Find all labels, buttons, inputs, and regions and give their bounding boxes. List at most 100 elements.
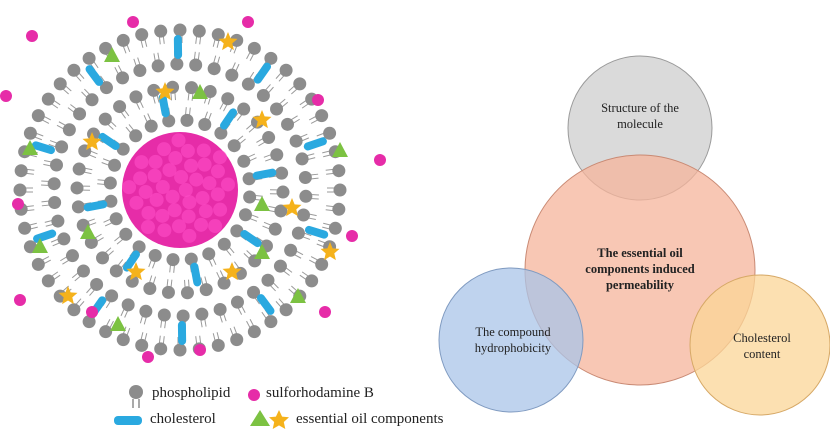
core-blob: [129, 195, 144, 210]
outer-leaflet-inner-head: [51, 214, 65, 228]
essential-oil-star: [282, 198, 302, 217]
outer-leaflet-inner-head: [261, 273, 275, 287]
sulforhodamine-dot: [242, 16, 254, 28]
cholesterol-bar: [98, 132, 120, 150]
outer-leaflet-inner-head: [47, 177, 61, 191]
outer-leaflet-outer-head: [173, 23, 187, 37]
inner-leaflet-outer-head: [96, 251, 110, 265]
core-blob: [155, 180, 170, 195]
inner-leaflet-outer-head: [185, 81, 199, 95]
inner-leaflet-inner-head: [242, 172, 256, 186]
outer-leaflet-outer-head: [154, 24, 168, 38]
core-blob: [155, 208, 170, 223]
cholesterol-bar: [304, 225, 329, 239]
sulforhodamine-dot: [14, 294, 26, 306]
core-blob: [198, 204, 213, 219]
venn-label-line: molecule: [617, 117, 663, 131]
essential-oil-triangle: [104, 47, 120, 62]
outer-leaflet-outer-head: [13, 183, 27, 197]
inner-leaflet-inner-head: [237, 154, 251, 168]
outer-leaflet-outer-head: [41, 274, 55, 288]
core-blob: [148, 154, 163, 169]
core-blob: [213, 202, 228, 217]
essential-oil-star: [218, 32, 238, 51]
venn-label-center: The essential oil components induced per…: [560, 245, 720, 293]
outer-leaflet-outer-head: [31, 257, 45, 271]
outer-leaflet-inner-head: [157, 308, 171, 322]
outer-leaflet-inner-head: [55, 140, 69, 154]
inner-leaflet-outer-head: [203, 85, 217, 99]
core-blob: [157, 142, 172, 157]
outer-leaflet-inner-head: [230, 295, 244, 309]
inner-leaflet-inner-head: [227, 139, 241, 153]
core-blob: [138, 184, 153, 199]
venn-label-line: content: [743, 347, 781, 361]
outer-leaflet-outer-head: [315, 109, 329, 123]
sulforhodamine-dot: [194, 344, 206, 356]
outer-leaflet-outer-head: [333, 183, 347, 197]
outer-leaflet-outer-head: [31, 109, 45, 123]
inner-leaflet-outer-head: [217, 276, 231, 290]
core-blob: [210, 164, 225, 179]
cholesterol-bar: [252, 168, 277, 180]
core-blob: [178, 183, 193, 197]
outer-leaflet-outer-head: [41, 92, 55, 106]
sulforhodamine-dot: [319, 306, 331, 318]
outer-leaflet-outer-head: [23, 126, 37, 140]
outer-leaflet-outer-head: [211, 28, 225, 42]
inner-leaflet-outer-head: [199, 283, 213, 297]
sulforhodamine-dot: [142, 351, 154, 363]
essential-oil-star: [155, 82, 175, 101]
outer-leaflet-outer-head: [323, 126, 337, 140]
outer-leaflet-inner-head: [299, 189, 313, 203]
outer-leaflet-inner-head: [151, 59, 165, 73]
outer-leaflet-inner-head: [296, 208, 310, 222]
inner-leaflet-outer-head: [113, 100, 127, 114]
venn-circle-cholesterol: [689, 274, 830, 416]
core-blob: [133, 171, 148, 186]
outer-leaflet-inner-head: [273, 259, 287, 273]
essential-oil-triangle: [254, 244, 270, 259]
inner-leaflet-outer-head: [276, 185, 290, 199]
legend-cholesterol: cholesterol: [150, 411, 216, 427]
outer-leaflet-outer-head: [67, 63, 81, 77]
outer-leaflet-inner-head: [207, 62, 221, 76]
outer-leaflet-outer-head: [116, 333, 130, 347]
outer-leaflet-outer-head: [53, 77, 67, 91]
core-blob: [195, 191, 210, 206]
cholesterol-bar: [303, 137, 327, 151]
legend-phospholipid: phospholipid: [152, 385, 231, 401]
outer-leaflet-inner-head: [195, 307, 209, 321]
cholesterol-bar: [190, 262, 202, 287]
inner-leaflet-inner-head: [119, 227, 133, 241]
cholesterol-bar: [173, 35, 183, 60]
venn-label-line: components induced: [585, 262, 695, 276]
inner-leaflet-inner-head: [198, 118, 212, 132]
outer-leaflet-inner-head: [48, 196, 62, 210]
outer-leaflet-inner-head: [241, 77, 255, 91]
sulforhodamine-dot: [0, 90, 12, 102]
inner-leaflet-outer-head: [70, 181, 84, 195]
sulforhodamine-dot: [127, 16, 139, 28]
outer-leaflet-inner-head: [76, 264, 90, 278]
outer-leaflet-outer-head: [264, 51, 278, 65]
outer-leaflet-outer-head: [18, 221, 32, 235]
outer-leaflet-inner-head: [284, 243, 298, 257]
essential-oil-triangle: [32, 238, 48, 253]
outer-leaflet-inner-head: [62, 123, 76, 137]
outer-leaflet-outer-head: [116, 33, 130, 47]
outer-leaflet-inner-head: [247, 285, 261, 299]
core-blob: [168, 150, 183, 165]
core-blob: [189, 172, 204, 187]
essential-oil-star: [252, 110, 272, 129]
outer-leaflet-inner-head: [99, 81, 113, 95]
inner-leaflet-outer-head: [129, 90, 143, 104]
core-blob: [202, 176, 217, 191]
outer-leaflet-inner-head: [295, 152, 309, 166]
essential-oil-triangle: [332, 142, 348, 157]
outer-leaflet-outer-head: [279, 303, 293, 317]
core-blob: [162, 163, 177, 178]
outer-leaflet-inner-head: [65, 249, 79, 263]
core-blob: [220, 177, 235, 192]
